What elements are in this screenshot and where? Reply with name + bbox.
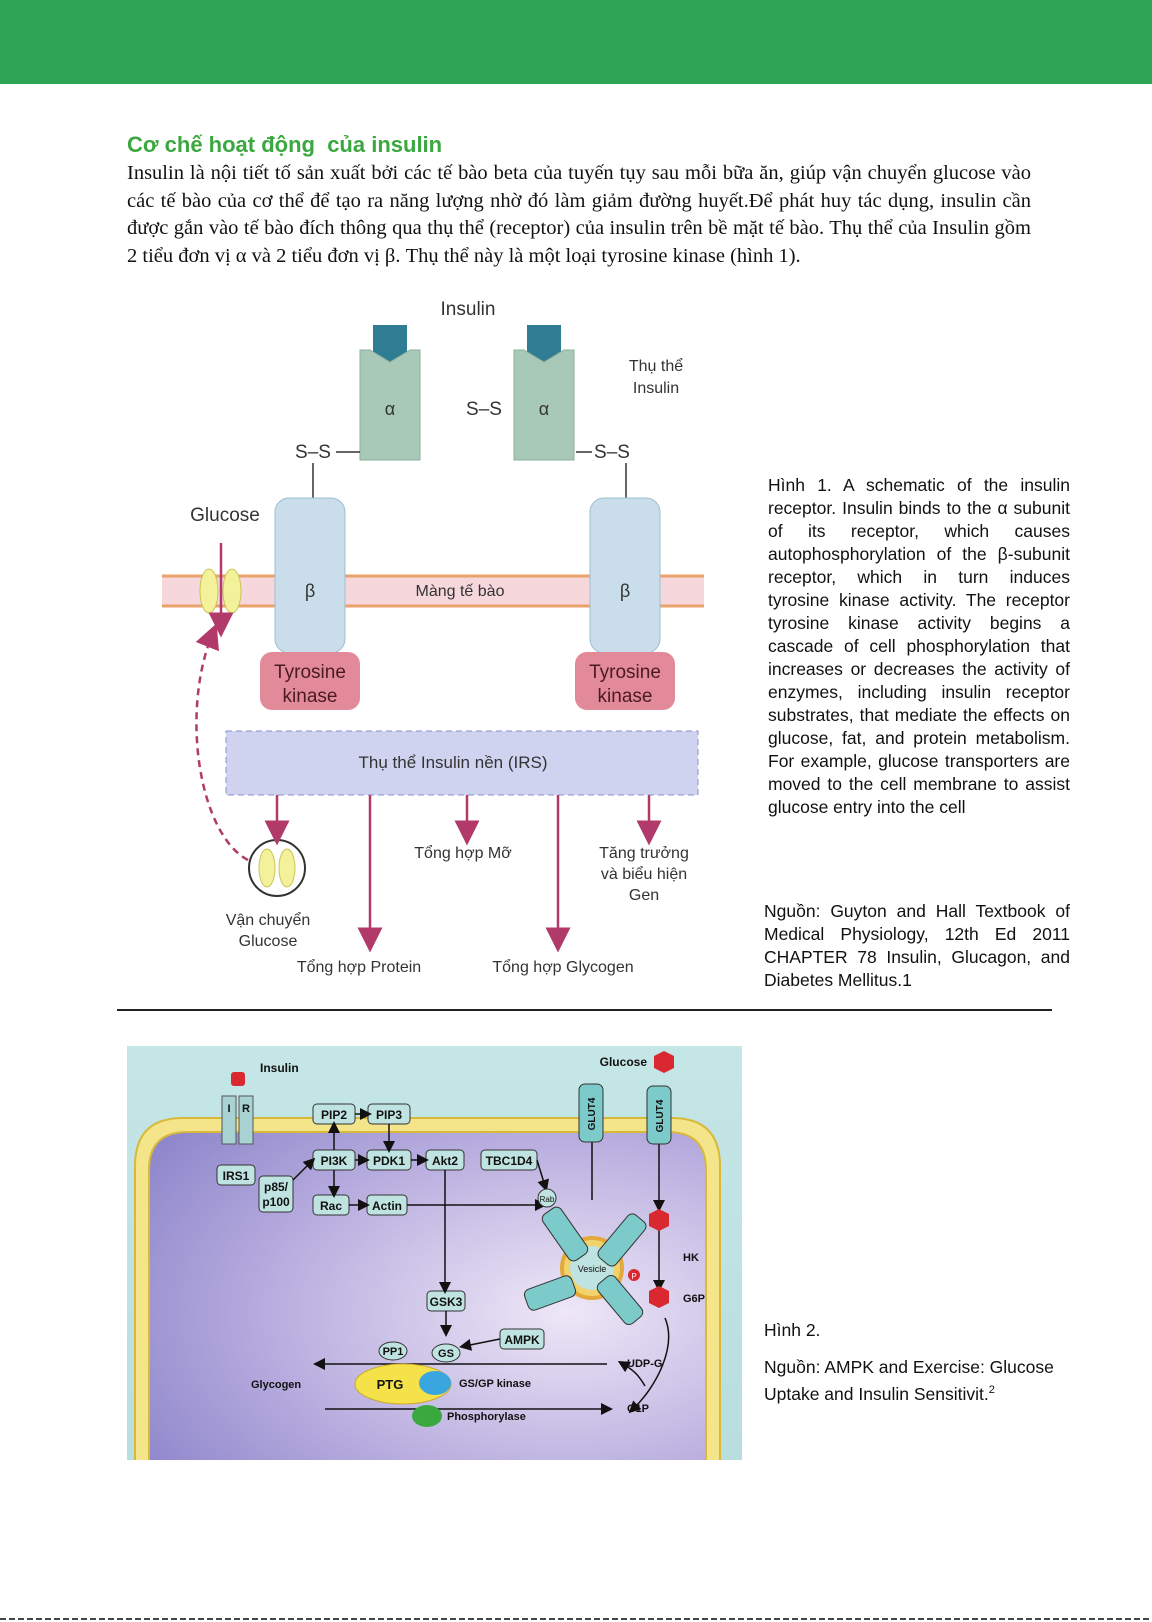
irs-box [225,730,699,796]
alpha-label-right: α [539,399,549,419]
actin-label: Actin [372,1199,402,1213]
rab-label: Rab [540,1195,555,1204]
growth-label-3: Gen [629,887,659,904]
p85-label-2: p100 [262,1195,290,1209]
glut4-vesicle-1 [541,1206,589,1262]
growth-label-1: Tăng trưởng [599,845,689,862]
insulin-label: Insulin [260,1061,299,1075]
p85-label-1: p85/ [264,1180,289,1194]
glut4-label: GLUT4 [655,1099,666,1132]
beta-label-right: β [620,581,630,601]
tyrosine-kinase-left [260,652,360,710]
glut4-vesicle-3 [523,1275,577,1311]
membrane-label: Màng tế bào [416,583,505,600]
receptor-label-line1: Thụ thể [629,357,683,375]
disulfide-center: S–S [466,399,502,420]
udpg-label: UDP-G [627,1358,662,1370]
ptg-label: PTG [377,1377,404,1392]
gs-gp-kinase-node [419,1371,451,1395]
rab-node [537,1188,557,1208]
glucose-molecule [654,1051,674,1073]
glucose-transporter-vesicle [248,839,306,897]
figure-1-source: Nguồn: Guyton and Hall Textbook of Medic… [764,901,1070,990]
pip2-label: PIP2 [321,1108,347,1122]
hk-label: HK [683,1252,699,1264]
p85-node [258,1175,294,1213]
gsk3-label: GSK3 [430,1295,463,1309]
section-heading: Cơ chế hoạt động của insulin [127,132,443,157]
figure-2-glucose-uptake-diagram: Insulin I R PIP2 PIP3 PI3K PDK1 Akt2 TBC… [127,1046,742,1460]
alpha-label-left: α [385,399,395,419]
rac-label: Rac [320,1199,342,1213]
irs-label: Thụ thể Insulin nền (IRS) [359,753,548,772]
transport-label-1: Vận chuyển [226,911,311,929]
gs-node [431,1343,461,1363]
beta-subunit-left [274,497,346,654]
tbc1d4-label: TBC1D4 [486,1154,533,1168]
glut4-membrane-right [646,1085,672,1145]
section-divider [117,1009,1052,1011]
beta-label-left: β [305,581,315,601]
vesicle-label: Vesicle [578,1264,607,1274]
tk-label-left-2: kinase [283,686,338,707]
glucose-channel-right [222,568,242,614]
tyrosine-kinase-right [575,652,675,710]
phosphorylase-node [412,1405,442,1427]
pdk1-label: PDK1 [373,1154,405,1168]
figure-2-source-text: Nguồn: AMPK and Exercise: Glucose Uptake… [764,1357,1054,1404]
glucose-channel-left [199,568,219,614]
pip3-label: PIP3 [376,1108,402,1122]
phosphorylase-label: Phosphorylase [447,1411,526,1423]
insulin-molecule [231,1072,245,1086]
insulin-label: Insulin [441,299,496,320]
phosphate-label: P [631,1272,636,1281]
bottom-dotted-line [0,1618,1152,1620]
akt2-label: Akt2 [432,1154,458,1168]
alpha-subunit-right [513,349,575,461]
figure-1-insulin-receptor-diagram: Màng tế bào Insulin α α S–S S–S S–S Thụ … [162,299,704,976]
irs1-label: IRS1 [223,1169,250,1183]
glycogen-synthesis-label: Tổng hợp Glycogen [492,958,633,976]
glucose-label: Glucose [600,1055,648,1069]
disulfide-left: S–S [295,442,331,463]
ampk-label: AMPK [504,1333,540,1347]
intro-paragraph: Insulin là nội tiết tố sản xuất bởi các … [127,162,1031,267]
ir-label-r: R [242,1103,250,1115]
glycogen-label: Glycogen [251,1379,301,1391]
gs-label: GS [438,1348,454,1360]
glut4-vesicle-4 [596,1274,644,1326]
growth-label-2: và biểu hiện [601,865,687,883]
g1p-label: G1P [627,1403,649,1415]
gsgp-label: GS/GP kinase [459,1378,531,1390]
transport-label-2: Glucose [239,933,298,950]
pi3k-label: PI3K [321,1154,348,1168]
glut4-membrane-left [578,1083,604,1143]
protein-synthesis-label: Tổng hợp Protein [297,958,421,976]
ir-label-i: I [227,1103,230,1115]
figure-2-caption: Hình 2. [764,1320,821,1340]
tk-label-left-1: Tyrosine [274,662,346,683]
g6p-label: G6P [683,1293,705,1305]
figure-1-caption: Hình 1. A schematic of the insulin recep… [768,475,1070,817]
header-bar [0,0,1152,84]
tk-label-right-1: Tyrosine [589,662,661,683]
glut4-vesicle-2 [597,1213,647,1267]
glut4-label: GLUT4 [587,1097,598,1130]
disulfide-right: S–S [594,442,630,463]
glucose-label: Glucose [190,505,260,526]
tk-label-right-2: kinase [598,686,653,707]
pp1-label: PP1 [383,1346,404,1358]
figure-2-source: Nguồn: AMPK and Exercise: Glucose Uptake… [764,1356,1064,1406]
receptor-label-line2: Insulin [633,380,679,397]
figure-2-source-ref: 2 [988,1384,995,1396]
beta-subunit-right [589,497,661,654]
fat-synthesis-label: Tổng hợp Mỡ [414,844,512,862]
pp1-node [378,1341,408,1361]
alpha-subunit-left [359,349,421,461]
irs1-node [216,1164,256,1186]
